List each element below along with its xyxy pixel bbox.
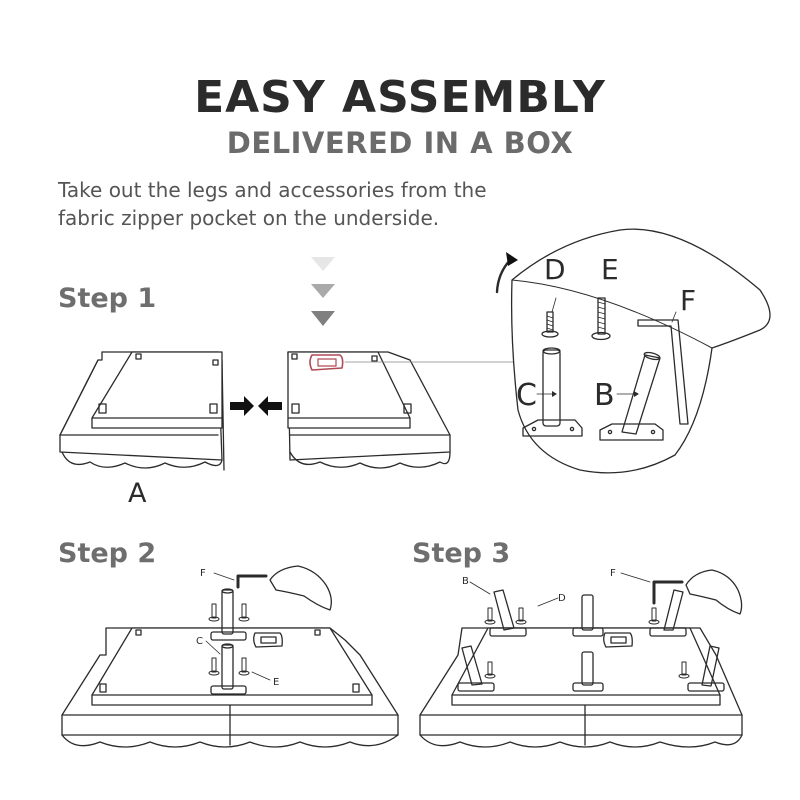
instruction-line-2: fabric zipper pocket on the underside. — [58, 206, 440, 230]
step3-label-b: B — [462, 576, 469, 587]
step-3-heading: Step 3 — [412, 538, 511, 569]
step-2-illustration — [61, 565, 399, 748]
step3-label-f: F — [610, 568, 616, 579]
parts-callout — [495, 228, 771, 474]
leg-b-icon — [599, 351, 664, 441]
step3-label-d: D — [558, 593, 566, 604]
ottoman-a — [59, 351, 225, 471]
label-c: C — [516, 378, 537, 413]
step2-label-e: E — [273, 677, 279, 688]
label-f: F — [680, 284, 696, 317]
bolt-e-icon — [591, 297, 611, 341]
step2-label-c: C — [196, 636, 203, 647]
step-3-illustration — [419, 569, 743, 748]
hex-key-f-icon — [637, 311, 689, 425]
label-d: D — [544, 253, 566, 286]
down-arrows-icon — [311, 257, 335, 326]
step2-label-f: F — [200, 568, 206, 579]
step-1-heading: Step 1 — [58, 283, 157, 314]
ottoman-b — [287, 351, 521, 469]
hand-icon — [685, 569, 743, 615]
label-a: A — [128, 478, 147, 509]
instruction-line-1: Take out the legs and accessories from t… — [58, 178, 487, 202]
hand-icon — [269, 565, 332, 611]
page-subtitle: DELIVERED IN A BOX — [226, 126, 574, 160]
label-b: B — [594, 378, 615, 413]
step-2-heading: Step 2 — [58, 538, 157, 569]
leg-c-icon — [522, 347, 583, 437]
label-e: E — [601, 253, 619, 286]
zipper-pocket-icon — [309, 354, 344, 371]
push-together-arrows-icon — [230, 396, 282, 416]
page-title: EASY ASSEMBLY — [194, 72, 606, 123]
screw-d-icon — [541, 297, 559, 338]
